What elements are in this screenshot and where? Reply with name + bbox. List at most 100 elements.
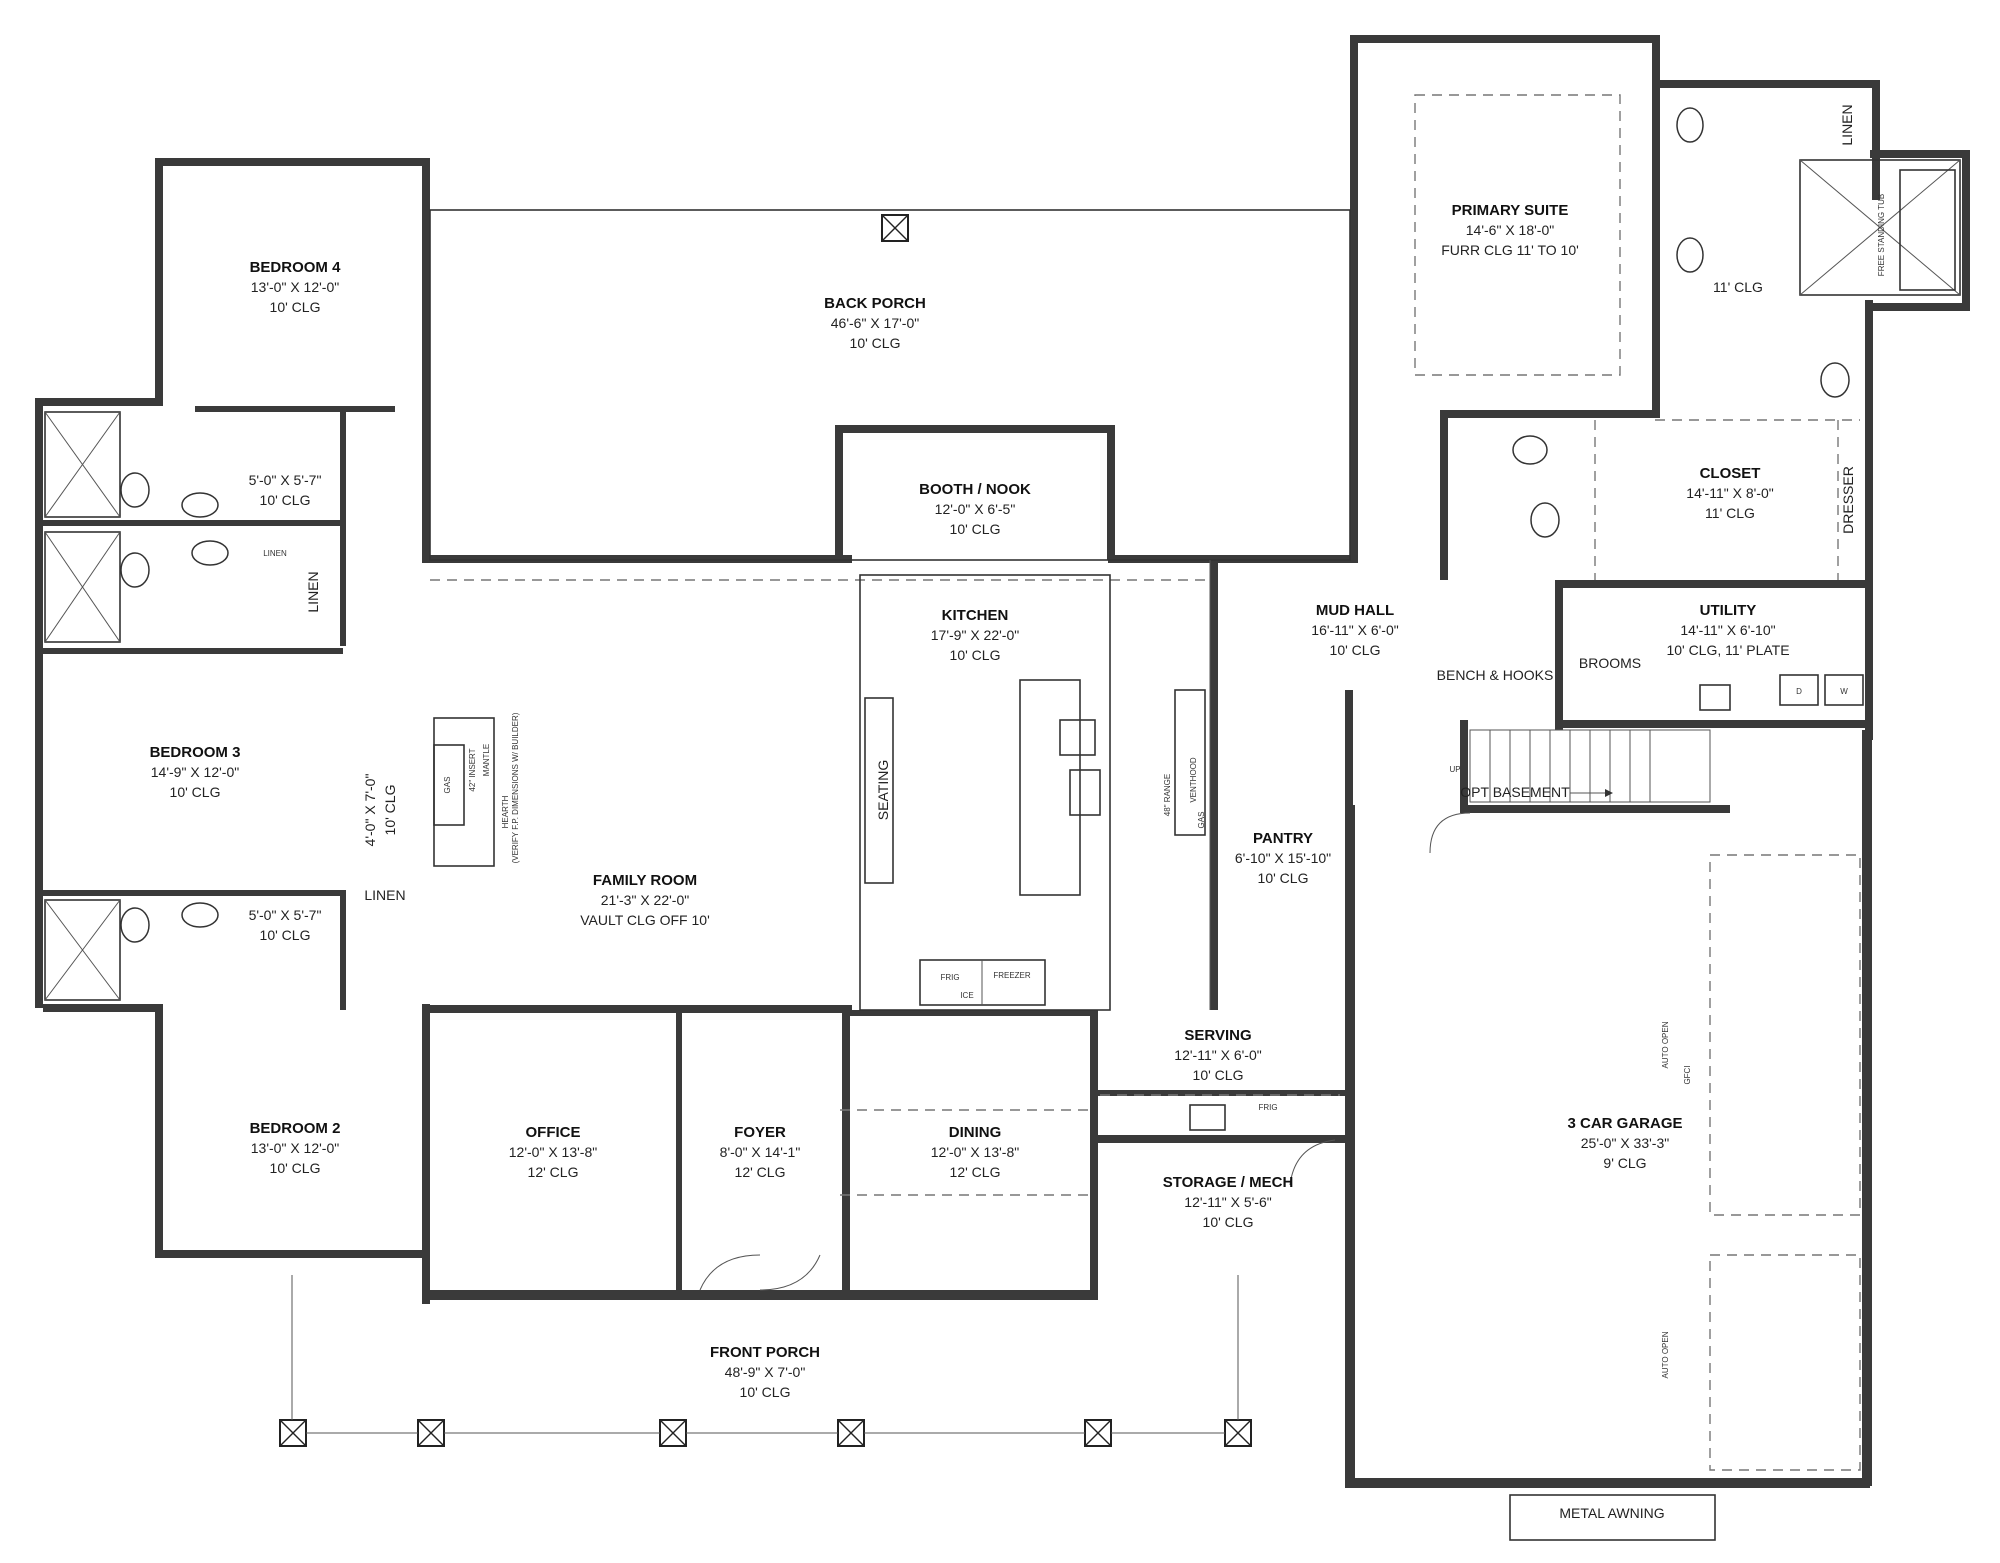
room-name: SERVING	[1184, 1027, 1251, 1044]
room-name: FOYER	[734, 1124, 786, 1141]
island-sink	[1069, 769, 1101, 816]
bench-hooks-label: BENCH & HOOKS	[1437, 667, 1554, 683]
sink-2	[191, 540, 229, 566]
room-ceiling: VAULT CLG OFF 10'	[580, 912, 710, 928]
room-ceiling: 12' CLG	[735, 1164, 786, 1180]
room-ceiling: 10' CLG	[270, 1160, 321, 1176]
room-ceiling: FURR CLG 11' TO 10'	[1441, 242, 1579, 258]
room-back-porch: BACK PORCH 46'-6" X 17'-0" 10' CLG	[824, 295, 926, 351]
free-tub-label: FREE STANDING TUB	[1877, 194, 1886, 276]
room-dims: 13'-0" X 12'-0"	[251, 279, 339, 295]
room-kitchen: KITCHEN 17'-9" X 22'-0" 10' CLG	[931, 607, 1019, 663]
sink-3	[181, 902, 219, 928]
room-dims: 8'-0" X 14'-1"	[720, 1144, 801, 1160]
bath-lower: 5'-0" X 5'-7" 10' CLG	[249, 907, 322, 943]
post-front-2	[417, 1419, 445, 1447]
shower-primary	[1799, 159, 1961, 296]
powder-toilet	[1512, 435, 1548, 465]
room-booth-nook: BOOTH / NOOK 12'-0" X 6'-5" 10' CLG	[919, 481, 1031, 537]
room-dims: 14'-11" X 6'-10"	[1680, 622, 1775, 638]
primary-sink-2	[1676, 237, 1704, 273]
room-ceiling: 10' CLG	[950, 521, 1001, 537]
room-storage-mech: STORAGE / MECH 12'-11" X 5'-6" 10' CLG	[1163, 1174, 1294, 1230]
linen-label-3: LINEN	[1839, 104, 1855, 145]
room-name: PANTRY	[1253, 830, 1313, 847]
room-primary-suite: PRIMARY SUITE 14'-6" X 18'-0" FURR CLG 1…	[1441, 202, 1579, 258]
room-dining: DINING 12'-0" X 13'-8" 12' CLG	[931, 1124, 1019, 1180]
room-dims: 48'-9" X 7'-0"	[725, 1364, 806, 1380]
room-ceiling: 10' CLG	[170, 784, 221, 800]
closet-small: 4'-0" X 7'-0" 10' CLG	[362, 774, 398, 847]
island-cooktop	[1059, 719, 1096, 756]
up-label: UP	[1449, 765, 1460, 774]
door-swing-front-2	[759, 1254, 821, 1291]
door-swing-garage	[1429, 812, 1471, 854]
bath-upper: 5'-0" X 5'-7" 10' CLG	[249, 472, 322, 508]
auto-open-label-2: AUTO OPEN	[1661, 1331, 1670, 1378]
room-dims: 16'-11" X 6'-0"	[1311, 622, 1398, 638]
powder-sink	[1530, 502, 1560, 538]
opt-basement-label: OPT BASEMENT	[1460, 784, 1570, 800]
room-closet: CLOSET 14'-11" X 8'-0" 11' CLG	[1686, 465, 1773, 521]
room-ceiling: 10' CLG, 11' PLATE	[1666, 642, 1789, 658]
bath-ceiling: 10' CLG	[260, 927, 311, 943]
shower-3	[44, 899, 121, 1001]
post-front-1	[279, 1419, 307, 1447]
room-name: OFFICE	[526, 1124, 581, 1141]
room-dims: 12'-11" X 5'-6"	[1184, 1194, 1271, 1210]
room-pantry: PANTRY 6'-10" X 15'-10" 10' CLG	[1235, 830, 1331, 886]
auto-open-label-1: AUTO OPEN	[1661, 1021, 1670, 1068]
primary-bath-ceiling: 11' CLG	[1713, 279, 1763, 295]
room-ceiling: 10' CLG	[1203, 1214, 1254, 1230]
shower-1	[44, 411, 121, 518]
dryer	[1779, 674, 1819, 706]
seating-label: SEATING	[875, 760, 891, 820]
room-ceiling: 12' CLG	[950, 1164, 1001, 1180]
hearth-note: (VERIFY F.P. DIMENSIONS W/ BUILDER)	[511, 712, 520, 863]
bath-dims: 5'-0" X 5'-7"	[249, 907, 322, 923]
closet-dims: 4'-0" X 7'-0"	[362, 774, 378, 847]
room-bedroom2: BEDROOM 2 13'-0" X 12'-0" 10' CLG	[250, 1120, 341, 1176]
room-name: STORAGE / MECH	[1163, 1174, 1294, 1191]
post-front-5	[1084, 1419, 1112, 1447]
gas-label: GAS	[1197, 812, 1206, 829]
porch-posts	[279, 214, 1252, 1447]
room-name: BEDROOM 3	[150, 744, 241, 761]
room-dims: 12'-0" X 6'-5"	[935, 501, 1016, 517]
room-bedroom4: BEDROOM 4 13'-0" X 12'-0" 10' CLG	[250, 259, 342, 315]
linen-label-1: LINEN	[305, 571, 321, 612]
room-dims: 12'-0" X 13'-8"	[931, 1144, 1019, 1160]
room-garage: 3 CAR GARAGE 25'-0" X 33'-3" 9' CLG	[1567, 1115, 1682, 1171]
room-family-room: FAMILY ROOM 21'-3" X 22'-0" VAULT CLG OF…	[580, 872, 710, 928]
bath-ceiling: 10' CLG	[260, 492, 311, 508]
room-dims: 46'-6" X 17'-0"	[831, 315, 919, 331]
post-front-4	[837, 1419, 865, 1447]
room-ceiling: 10' CLG	[270, 299, 321, 315]
bath-dims: 5'-0" X 5'-7"	[249, 472, 322, 488]
venthood-label: VENTHOOD	[1189, 757, 1198, 803]
room-dims: 12'-0" X 13'-8"	[509, 1144, 597, 1160]
room-ceiling: 10' CLG	[950, 647, 1001, 663]
room-ceiling: 12' CLG	[528, 1164, 579, 1180]
insert-label: 42" INSERT	[468, 748, 477, 791]
room-dims: 12'-11" X 6'-0"	[1174, 1047, 1261, 1063]
room-name: DINING	[949, 1124, 1002, 1141]
toilet-2	[120, 552, 150, 588]
frig-label: FRIG	[940, 973, 959, 982]
freezer-label: FREEZER	[993, 971, 1031, 980]
door-swing-storage	[1289, 1139, 1336, 1186]
serving-sink	[1189, 1104, 1226, 1131]
room-name: BEDROOM 4	[250, 259, 342, 276]
room-bedroom3: BEDROOM 3 14'-9" X 12'-0" 10' CLG	[150, 744, 241, 800]
room-ceiling: 10' CLG	[1330, 642, 1381, 658]
dresser-label: DRESSER	[1840, 466, 1856, 534]
hearth-label: HEARTH	[501, 795, 510, 828]
room-dims: 21'-3" X 22'-0"	[601, 892, 689, 908]
room-dims: 14'-9" X 12'-0"	[151, 764, 239, 780]
door-swing-front	[699, 1254, 761, 1291]
seating-bench	[864, 697, 894, 884]
room-dims: 6'-10" X 15'-10"	[1235, 850, 1331, 866]
post-front-3	[659, 1419, 687, 1447]
walls	[35, 35, 1970, 1488]
metal-awning-label: METAL AWNING	[1559, 1505, 1664, 1521]
